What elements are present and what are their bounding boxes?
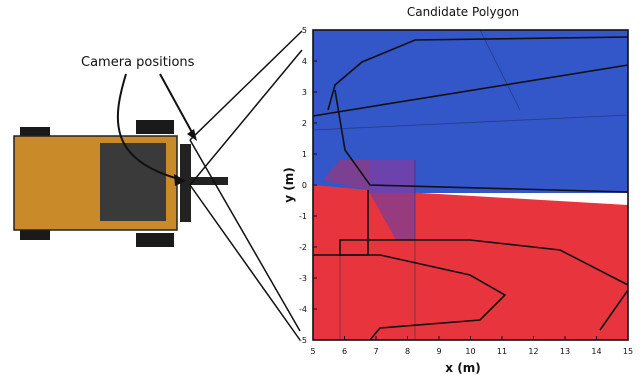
y-axis-label: y (m): [282, 167, 296, 202]
y-tick-label: -1: [299, 212, 307, 221]
candidate-polygon-outlines: [312, 36, 629, 341]
y-tick-label: -4: [299, 305, 307, 314]
faint-region-edges: [312, 29, 629, 340]
red-region: [313, 185, 628, 340]
y-tick-label: 3: [302, 88, 307, 97]
x-tick-label: 6: [342, 347, 347, 356]
polygon-outline-lower: [313, 254, 507, 341]
camera-arm: [190, 177, 228, 185]
wheel-front-bottom: [136, 233, 174, 247]
y-tick-label: -5: [299, 336, 307, 345]
x-tick-label: 5: [310, 347, 315, 356]
wheel-rear-bottom: [20, 229, 50, 240]
y-tick-label: 5: [302, 26, 307, 35]
y-tick-label: 4: [302, 57, 307, 66]
camera-positions-label: Camera positions: [81, 55, 195, 70]
y-tick-label: -2: [299, 243, 307, 252]
vehicle-top-view: [13, 120, 228, 247]
polygon-outline-cone: [334, 89, 629, 193]
x-axis-ticks: 5 6 7 8 9 10 11 12 13 14 15: [310, 336, 633, 356]
x-tick-label: 13: [560, 347, 570, 356]
callout-arrows: [116, 73, 195, 181]
y-tick-label: -3: [299, 274, 307, 283]
x-tick-label: 8: [405, 347, 410, 356]
y-tick-label: 0: [302, 181, 307, 190]
fov-line-2: [189, 139, 301, 332]
overlap-region-upper: [370, 160, 415, 193]
camera-mount-bar: [180, 144, 191, 222]
y-tick-label: 2: [302, 119, 307, 128]
polygon-outline-upper: [327, 36, 629, 111]
arrowhead-straight: [187, 129, 197, 141]
fov-line-4: [189, 184, 301, 341]
callout-arrow-curved: [116, 73, 183, 181]
fov-line-1: [189, 30, 303, 141]
y-axis-ticks: 5 4 3 2 1 0 -1 -2 -3 -4 -5: [299, 26, 317, 345]
arrowhead-curved: [174, 174, 186, 186]
x-axis-label: x (m): [445, 361, 480, 375]
wheel-front-top: [136, 120, 174, 134]
x-tick-label: 11: [497, 347, 507, 356]
plot-title: Candidate Polygon: [407, 5, 519, 19]
plot-area: [312, 29, 629, 341]
x-tick-label: 7: [373, 347, 378, 356]
y-tick-label: 1: [302, 150, 307, 159]
fov-line-3: [189, 49, 303, 186]
x-tick-label: 15: [623, 347, 633, 356]
x-tick-label: 14: [591, 347, 601, 356]
polygon-outline-right: [599, 289, 629, 331]
field-of-view-lines: [189, 30, 303, 341]
polygon-outline-middle: [312, 64, 629, 117]
x-tick-label: 9: [436, 347, 441, 356]
callout-arrow-straight: [159, 73, 195, 137]
x-tick-label: 10: [465, 347, 475, 356]
x-tick-label: 12: [528, 347, 538, 356]
